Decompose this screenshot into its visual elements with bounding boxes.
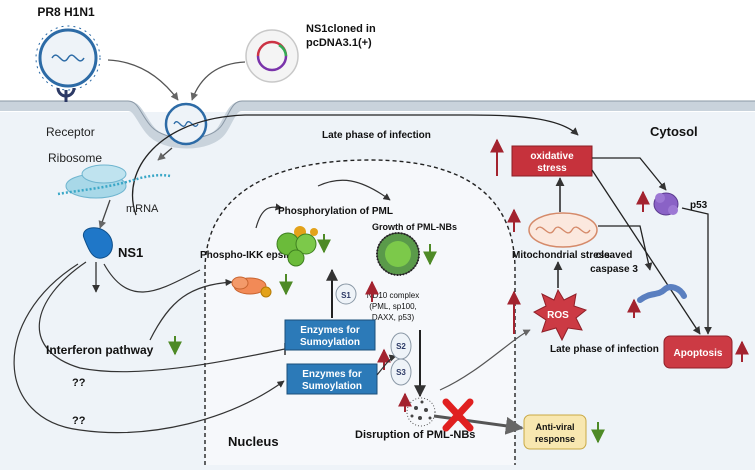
oxidative-to-apoptosis-arrow <box>591 169 701 335</box>
nucleus-label: Nucleus <box>228 434 279 449</box>
caspase-3-icon <box>637 284 687 303</box>
oxidative-line-2: stress <box>537 163 567 174</box>
virus-entry-arrow <box>107 59 179 101</box>
disrupted-pml-nb-icon <box>406 397 436 427</box>
late-phase-top-label: Late phase of infection <box>322 130 431 141</box>
plasmid-label-1: NS1cloned in <box>306 23 376 35</box>
growth-pml-label: Growth of PML-NBs <box>372 222 457 232</box>
to-phosphorylation-arrow <box>255 203 283 229</box>
ns1-protein-icon <box>82 227 113 259</box>
antiviral-line-2: response <box>535 434 575 444</box>
antiviral-box <box>523 414 587 450</box>
late-phase-bottom-label: Late phase of infection <box>550 344 659 355</box>
apoptosis-label: Apoptosis <box>674 348 723 359</box>
mrna-to-ns1-arrow <box>98 199 111 229</box>
enzymes-box-1 <box>284 319 376 351</box>
s2-label: S2 <box>396 342 406 351</box>
ikk-epsilon-icon <box>231 276 272 298</box>
late-phase-top-arrow <box>131 114 579 216</box>
p53-label: p53 <box>690 200 708 211</box>
unknown-mechanism-2: ?? <box>72 415 86 427</box>
pml-nb-icon <box>376 232 420 276</box>
oxidative-stress-box <box>511 145 593 177</box>
endosome-to-ribosome-arrow <box>157 147 173 161</box>
phosphorylation-pml-label: Phosphorylation of PML <box>278 206 393 217</box>
mito-stress-label: Mitochondrial stress <box>512 250 610 261</box>
virus-label: PR8 H1N1 <box>37 5 95 19</box>
oxidative-line-1: oxidative <box>530 151 574 162</box>
ribosome-icon <box>65 164 127 199</box>
receptor-label: Receptor <box>46 125 95 139</box>
cytosol-label: Cytosol <box>650 124 698 139</box>
enzymes-box-2-line-1: Enzymes for <box>302 369 362 380</box>
ros-label: ROS <box>547 310 569 321</box>
ns1-inhibit-enzymes-line <box>38 261 286 373</box>
s3-label: S3 <box>396 368 406 377</box>
p53-to-apoptosis-arrow <box>681 207 712 335</box>
plasmid-entry-arrow <box>190 61 246 101</box>
apoptosis-box <box>663 335 733 369</box>
endosome-icon <box>164 102 208 146</box>
nd10-line-3: DAXX, p53) <box>372 313 415 322</box>
p53-protein-icon <box>653 192 679 216</box>
caspase-line-2: caspase 3 <box>590 264 638 275</box>
mitochondrion-icon <box>528 212 598 248</box>
mrna-label: mRNA <box>126 203 159 215</box>
plasmid-label-2: pcDNA3.1(+) <box>306 37 372 49</box>
ros-burst-icon <box>533 288 588 342</box>
enzymes-box-2 <box>286 363 378 395</box>
phospho-ikk-label: Phospho-IKK epsilon <box>200 250 301 261</box>
pml-phosphorylated-icon <box>276 226 318 267</box>
receptor-icon <box>56 87 76 102</box>
antiviral-line-1: Anti-viral <box>535 422 574 432</box>
oxidative-to-p53-arrow <box>592 157 667 191</box>
caspase-line-1: cleaved <box>596 250 633 261</box>
interferon-to-ikk-arrow <box>149 278 233 341</box>
ns1-label: NS1 <box>118 245 143 260</box>
s1-label: S1 <box>341 291 351 300</box>
plasmid-icon <box>245 29 299 83</box>
enzymes-box-1-line-2: Sumoylation <box>300 337 360 348</box>
disruption-to-ros-arrow <box>439 329 531 391</box>
ribosome-label: Ribosome <box>48 151 102 165</box>
enzymes-box-1-line-1: Enzymes for <box>300 325 360 336</box>
ns1-to-ikk-curve <box>103 263 201 293</box>
ns1-activate-enzymes-line <box>13 263 285 434</box>
to-growth-arrow <box>317 179 391 201</box>
block-x-icon <box>442 398 474 432</box>
mito-to-caspase-arrow <box>598 225 653 271</box>
unknown-mechanism-1: ?? <box>72 377 86 389</box>
enzymes-box-2-line-2: Sumoylation <box>302 381 362 392</box>
disruption-label: Disruption of PML-NBs <box>355 429 475 441</box>
sumo-s1-icon <box>335 283 357 305</box>
nd10-line-1: ND10 complex <box>367 291 419 300</box>
sumo-s3-icon <box>390 358 412 386</box>
nd10-line-2: (PML, sp100, <box>369 302 417 311</box>
virus-icon <box>35 25 101 91</box>
interferon-label: Interferon pathway <box>46 343 154 357</box>
disruption-to-antiviral-arrow <box>433 414 524 435</box>
